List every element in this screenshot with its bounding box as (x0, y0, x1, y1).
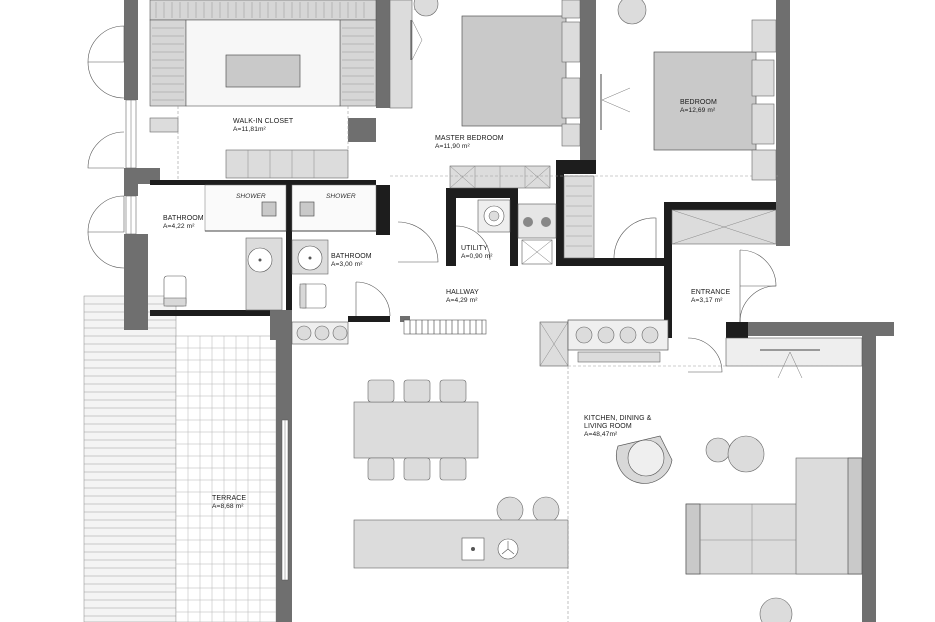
coffee-table (705, 437, 731, 463)
room-label-entrance: ENTRANCE (691, 289, 731, 296)
master-bed (461, 15, 567, 127)
dining-chair (367, 457, 395, 481)
bedroom-bed (653, 51, 757, 151)
dining-chair (367, 379, 395, 403)
hallway-bench (403, 319, 487, 335)
dining-chair (403, 457, 431, 481)
master-wardrobe-left (389, 0, 413, 109)
shower-1-label: SHOWER (236, 193, 266, 200)
room-label-master-bedroom: MASTER BEDROOM (435, 135, 504, 142)
terrace-tiles (176, 336, 276, 622)
bedroom-armchair (617, 0, 647, 25)
bedroom-wardrobe (563, 175, 595, 259)
lounge-armchair (616, 435, 673, 484)
room-label-bathroom-1: BATHROOM (163, 215, 204, 222)
room-label-bedroom: BEDROOM (680, 99, 717, 106)
bar-stool (532, 496, 560, 524)
entrance-room: ENTRANCE A=3,17 m² (671, 209, 777, 373)
master-nightstand-bottom (561, 123, 581, 147)
dining-chair (403, 379, 431, 403)
room-area-master-bedroom: A=11,90 m² (435, 143, 470, 150)
room-area-walk-in-closet: A=11,81m² (233, 126, 267, 133)
dining-chair (439, 457, 467, 481)
room-label-walk-in-closet: WALK-IN CLOSET (233, 118, 294, 125)
bedroom-nightstand-top (751, 19, 777, 53)
terrace-area (83, 295, 277, 622)
room-area-bathroom-1: A=4,22 m² (163, 223, 195, 230)
closet-ottoman (225, 54, 301, 88)
terrace-sliding-door (281, 419, 289, 581)
master-bedroom-room: MASTER BEDROOM A=11,90 m² (389, 0, 780, 189)
room-label-utility: UTILITY (461, 245, 488, 252)
hallway-room: HALLWAY A=4,29 m² (403, 289, 487, 335)
bathroom-1-room: SHOWER BATHROOM A=4,22 m² (163, 184, 287, 311)
bar-stool (496, 496, 524, 524)
master-armchair (413, 0, 439, 17)
closet-shelf-left (149, 117, 179, 133)
west-windows (87, 25, 137, 269)
room-label-kitchen-line1: KITCHEN, DINING & (584, 415, 652, 422)
bedroom-room: BEDROOM A=12,69 m² (563, 0, 777, 259)
room-label-bathroom-2: BATHROOM (331, 253, 372, 260)
room-area-utility: A=0,90 m² (461, 253, 493, 260)
kitchen-upper-cabinet-right (725, 337, 863, 367)
room-area-bathroom-2: A=3,00 m² (331, 261, 363, 268)
kitchen-island (353, 519, 569, 569)
room-area-kitchen: A=48,47m² (584, 431, 618, 438)
dining-table (353, 401, 479, 459)
dining-chair (439, 379, 467, 403)
walk-in-closet-room: WALK-IN CLOSET A=11,81m² (149, 0, 377, 180)
room-area-hallway: A=4,29 m² (446, 297, 478, 304)
closet-dresser (225, 149, 349, 179)
room-area-bedroom: A=12,69 m² (680, 107, 716, 114)
master-nightstand-top (561, 0, 581, 19)
room-label-hallway: HALLWAY (446, 289, 479, 296)
terrace-deck-stripes (84, 303, 176, 617)
walls (124, 0, 894, 622)
bathroom-2-room: SHOWER BATHROOM A=3,00 m² (291, 184, 391, 317)
room-label-terrace: TERRACE (212, 495, 246, 502)
room-area-terrace: A=8,68 m² (212, 503, 244, 510)
room-area-entrance: A=3,17 m² (691, 297, 723, 304)
utility-room: UTILITY A=0,90 m² (397, 199, 557, 265)
room-label-kitchen-line2: LIVING ROOM (584, 423, 632, 430)
round-fixtures-left (291, 321, 349, 345)
side-table (727, 435, 765, 473)
kitchen-living-room: KITCHEN, DINING & LIVING ROOM A=48,47m² (353, 319, 863, 622)
sofa (685, 457, 863, 575)
floor-lamp (759, 597, 793, 622)
bedroom-nightstand-bottom (751, 149, 777, 181)
shower-2-label: SHOWER (326, 193, 356, 200)
